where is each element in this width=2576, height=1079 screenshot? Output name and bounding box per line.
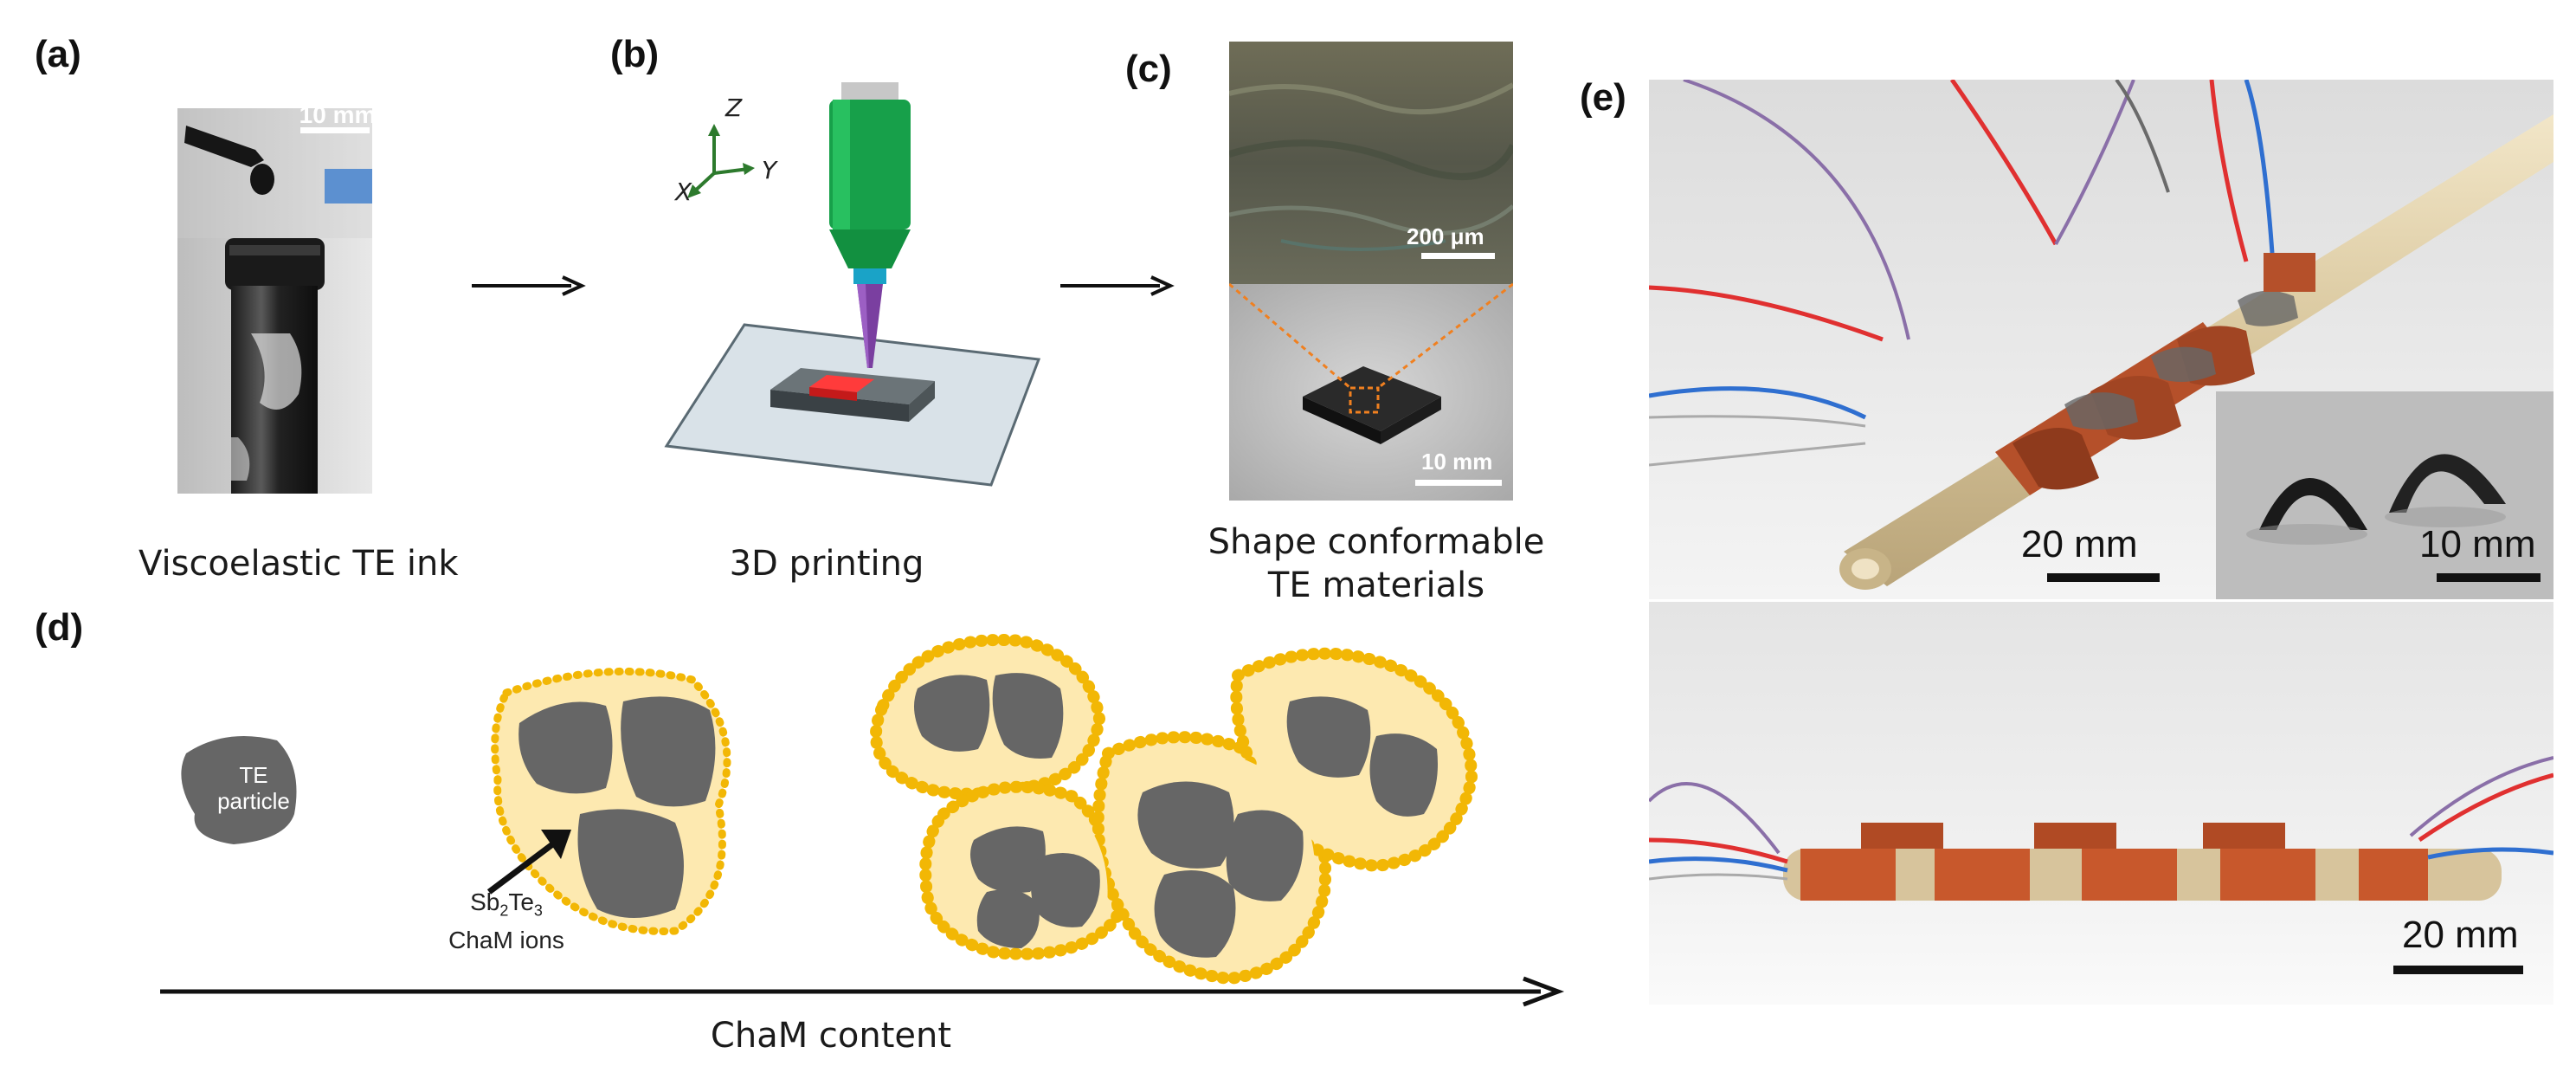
panel-e-photo-bottom: 20 mm <box>1649 602 2553 1005</box>
panel-e-photo-top: 20 mm 10 mm <box>1649 80 2553 599</box>
arrow-a-to-b-icon <box>472 275 586 296</box>
chaM-ions-text: ChaM ions <box>448 926 564 953</box>
te-particle <box>181 736 297 844</box>
panel-d-label: (d) <box>35 606 84 649</box>
panel-c-bottom-scalebar <box>1415 480 1502 486</box>
panel-c-top-scalebar <box>1421 253 1495 259</box>
te-particle-label-line1: TE <box>239 762 268 788</box>
printing-illustration <box>664 82 1041 487</box>
chaM-schematic <box>160 634 1565 1007</box>
panel-b-caption: 3D printing <box>729 544 924 584</box>
panel-c-label: (c) <box>1125 48 1172 90</box>
xyz-axes-icon <box>687 124 755 198</box>
panel-e-inset-scale-label: 10 mm <box>2419 523 2536 565</box>
axis-x-label: X <box>675 178 692 206</box>
panel-a-label: (a) <box>35 33 81 75</box>
chaM-ions-label: Sb2Te3 ChaM ions <box>420 888 593 955</box>
panel-c-caption-line2: TE materials <box>1267 565 1485 605</box>
panel-e-inset-scalebar <box>2437 573 2541 582</box>
panel-e-label: (e) <box>1580 76 1626 119</box>
panel-a-photo: 10 mm <box>177 108 372 494</box>
panel-c-top-scale-label: 200 μm <box>1407 223 1484 249</box>
axis-z-label: Z <box>725 94 743 122</box>
cluster-small <box>491 667 731 935</box>
panel-b-label: (b) <box>610 33 660 75</box>
panel-e-top-scale-label: 20 mm <box>2021 523 2138 565</box>
panel-e-bottom-scalebar <box>2393 966 2523 974</box>
chaM-ions-formula: Sb2Te3 <box>470 888 543 920</box>
te-particle-label-line2: particle <box>217 788 290 814</box>
panel-a-caption: Viscoelastic TE ink <box>138 544 459 584</box>
panel-a-scale-label: 10 mm <box>299 108 372 128</box>
panel-c-micrograph: 200 μm 10 mm <box>1229 42 1513 501</box>
panel-e-bottom-scale-label: 20 mm <box>2402 914 2519 956</box>
panel-e-top-scalebar <box>2047 573 2160 582</box>
chaM-content-axis-label: ChaM content <box>710 1016 952 1056</box>
panel-a-scalebar <box>300 127 370 133</box>
te-particle-label: TE particle <box>206 762 301 814</box>
panel-c-caption-line1: Shape conformable <box>1208 522 1545 562</box>
axis-y-label: Y <box>762 156 777 184</box>
arrow-b-to-c-icon <box>1060 275 1175 296</box>
panel-c-bottom-scale-label: 10 mm <box>1421 449 1493 475</box>
